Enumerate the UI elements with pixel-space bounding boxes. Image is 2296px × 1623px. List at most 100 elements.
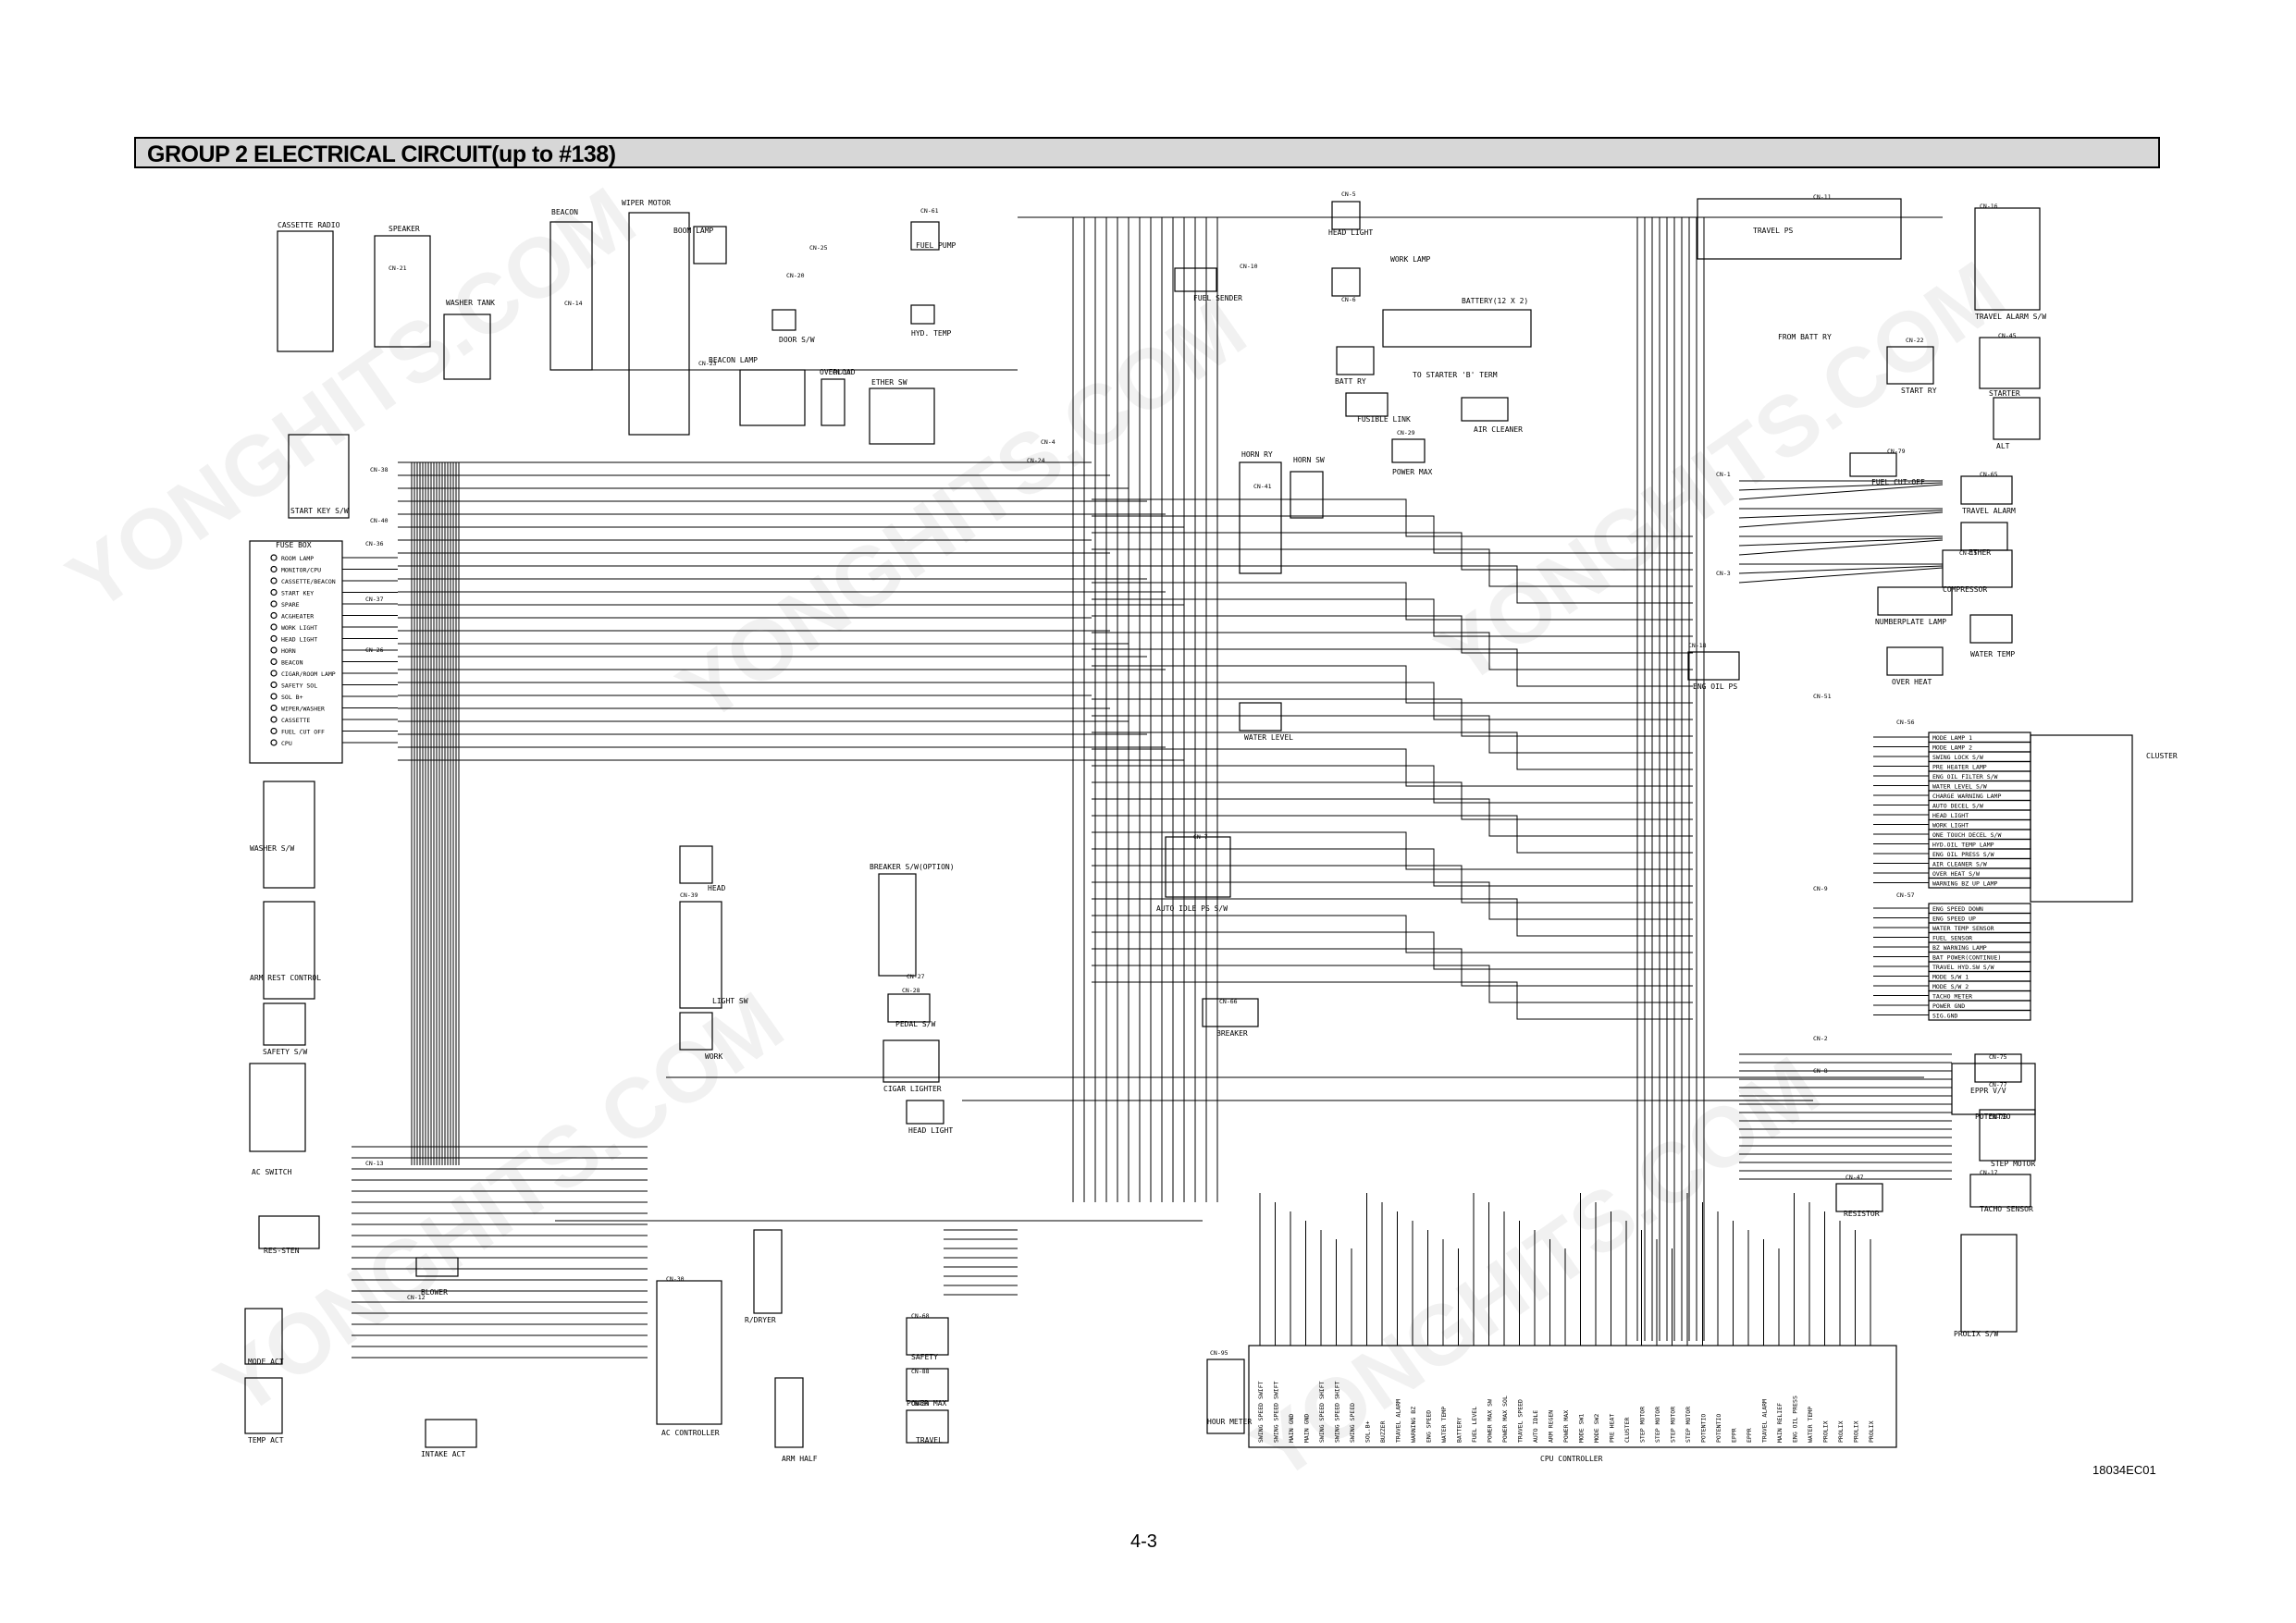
wire [1738, 484, 1944, 500]
air-cleaner-label: AIR CLEANER [1474, 425, 1523, 434]
connector-label: CN-47 [1845, 1174, 1864, 1181]
cpu-pin-label: PRE HEAT [1609, 1414, 1616, 1443]
ether-symbol [1960, 522, 2008, 551]
work-symbol [679, 1012, 713, 1051]
prolix-sw-label: PROLIX S/W [1954, 1330, 1998, 1338]
wire [1092, 815, 1693, 854]
fuse-terminal [270, 623, 278, 631]
fuse-box-item: SAFETY SOL [281, 682, 317, 690]
safety-sw-symbol [263, 1002, 306, 1046]
from-batt-ry-label: FROM BATT RY [1778, 333, 1832, 341]
cpu-pin-label: ENG OIL PRESS [1792, 1396, 1799, 1443]
connector-label: CN-36 [365, 540, 384, 547]
cpu-pin-label: FUEL LEVEL [1471, 1407, 1478, 1443]
connector-label: CN-7 [1193, 833, 1208, 841]
power-max-b-label: POWER MAX [907, 1399, 947, 1408]
travel-alarm-sw-symbol [1974, 207, 2041, 311]
numberplate-lamp-symbol [1877, 586, 1953, 616]
breaker-sw-symbol [878, 873, 917, 977]
start-ry-symbol [1886, 346, 1934, 385]
ac-switch-label: AC SWITCH [252, 1168, 292, 1176]
wire [1092, 748, 1693, 787]
connector-label: CN-25 [809, 244, 828, 252]
cigar-lighter-symbol [883, 1039, 940, 1083]
connector-label: CN-17 [1980, 1169, 1998, 1176]
cpu-pin-label: MAIN GND [1288, 1414, 1295, 1443]
beacon-symbol [549, 221, 593, 371]
auto-idle-label: AUTO IDLE PS S/W [1156, 904, 1228, 913]
blower-label: BLOWER [421, 1288, 448, 1297]
breaker-symbol [1202, 998, 1259, 1027]
connector-label: CN-68 [911, 1312, 930, 1320]
head-light-top-symbol [1331, 201, 1361, 230]
intake-act-symbol [425, 1419, 477, 1448]
fuel-cut-off-label: FUEL CUT-OFF [1871, 478, 1925, 486]
fuse-box-label: FUSE BOX [276, 541, 312, 549]
connector-label: CN-18 [1688, 642, 1707, 649]
connector-label: CN-95 [1210, 1349, 1228, 1357]
connector-label: CN-3 [1716, 570, 1731, 577]
fuse-terminal [270, 670, 278, 677]
r-dryer-symbol [753, 1229, 783, 1314]
connector-label: CN-40 [370, 517, 389, 524]
fusible-link-label: FUSIBLE LINK [1357, 415, 1411, 424]
cluster2-cell [1928, 1009, 2031, 1021]
start-key-symbol [288, 434, 350, 519]
cpu-pin-label: AUTO IDLE [1532, 1410, 1539, 1443]
horn-ry-symbol [1239, 461, 1282, 574]
ac-controller-label: AC CONTROLLER [661, 1429, 720, 1437]
connector-label: CN-21 [389, 264, 407, 272]
wire [1092, 948, 1693, 987]
cluster-lamp-item: AIR CLEANER S/W [1932, 861, 1987, 868]
light-sw-label: LIGHT SW [712, 997, 748, 1005]
connector-label: CN-23 [698, 360, 717, 367]
fuse-terminal [270, 739, 278, 746]
cpu-pin-label: POTENTIO [1700, 1414, 1708, 1443]
cpu-pin-label: PROLIX [1853, 1420, 1860, 1443]
cluster2-item: SIG.GND [1932, 1013, 1957, 1020]
cluster-symbol [2030, 734, 2133, 903]
work-lamp-symbol [1331, 267, 1361, 297]
cpu-pin-label: STEP MOTOR [1685, 1407, 1692, 1443]
cluster-lamp-item: OVER HEAT S/W [1932, 870, 1980, 878]
blower-symbol [415, 1257, 459, 1277]
ether-sw-symbol [869, 387, 935, 445]
alt-label: ALT [1996, 442, 2010, 450]
connector-label: CN-16 [1980, 203, 1998, 210]
cpu-pin-label: TRAVEL ALARM [1761, 1399, 1769, 1443]
fuse-box-item: CIGAR/ROOM LAMP [281, 670, 336, 678]
fuse-box-item: WIPER/WASHER [281, 706, 325, 713]
fuse-box-item: MONITOR/CPU [281, 567, 321, 574]
wire [1092, 698, 1693, 737]
connector-label: CN-51 [1813, 693, 1832, 700]
ac-controller-symbol [656, 1280, 722, 1425]
ether-label: ETHER [1969, 548, 1991, 557]
pedal-sw-label: PEDAL S/W [895, 1020, 936, 1028]
connector-label: CN-66 [1219, 998, 1238, 1005]
work-label: WORK [705, 1052, 722, 1061]
horn-sw-label: HORN SW [1293, 456, 1325, 464]
travel-alarm-sw-label: TRAVEL ALARM S/W [1975, 313, 2046, 321]
cluster-lamp-item: MODE LAMP 2 [1932, 744, 1972, 752]
cluster2-item: POWER GND [1932, 1002, 1965, 1010]
cluster2-item: ENG SPEED UP [1932, 916, 1976, 923]
washer-tank-label: WASHER TANK [446, 299, 495, 307]
wiper-motor-symbol [628, 212, 690, 436]
wire-layer [342, 216, 1952, 1359]
fuse-terminal [270, 588, 278, 596]
cassette-radio-symbol [277, 230, 334, 352]
cluster-lamp-item: HYD.OIL TEMP LAMP [1932, 842, 1994, 849]
fuse-terminal [270, 646, 278, 654]
breaker-label: BREAKER [1216, 1029, 1248, 1038]
fuse-terminal [270, 716, 278, 723]
cluster2-item: ENG SPEED DOWN [1932, 905, 1983, 913]
work-lamp-label: WORK LAMP [1390, 255, 1431, 264]
connector-label: CN-24 [1027, 457, 1045, 464]
fuse-box-item: ROOM LAMP [281, 555, 314, 562]
connector-label: CN-76 [1989, 1113, 2007, 1121]
cluster-lamp-item: WORK LIGHT [1932, 822, 1969, 830]
safety-symbol [906, 1317, 949, 1356]
temp-act-symbol [244, 1377, 283, 1434]
pedal-sw-symbol [887, 993, 931, 1023]
res-sten-symbol [258, 1215, 320, 1249]
